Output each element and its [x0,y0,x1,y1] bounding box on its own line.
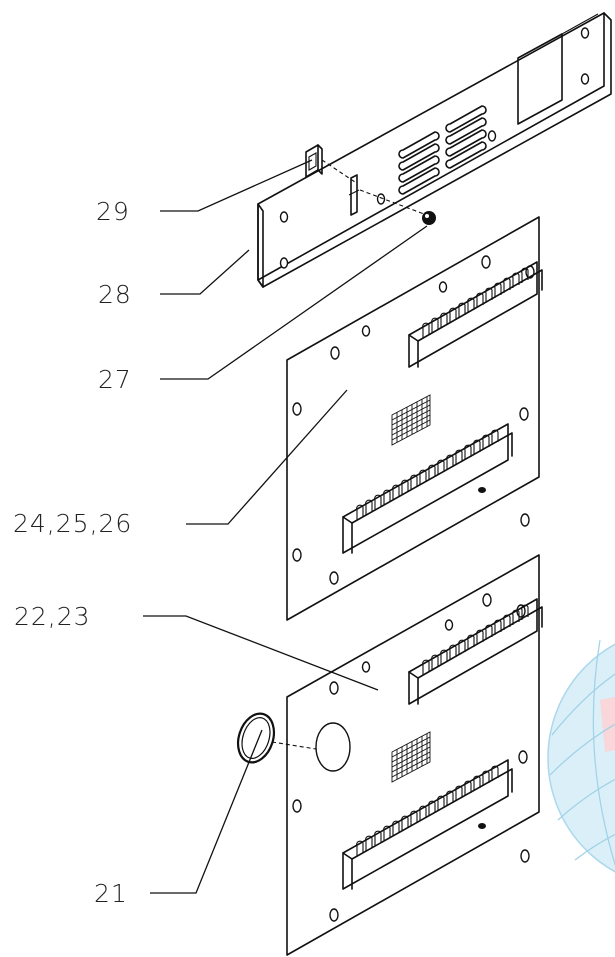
leader-21 [150,729,263,894]
callout-29: 29 [96,197,130,226]
chip-grid [391,394,431,446]
leader-27 [160,225,428,380]
watermark-globe [547,639,615,873]
callout-24-25-26: 24,25,26 [13,509,133,538]
ring-21 [236,712,317,764]
vent-slots-right [445,105,487,169]
circuit-board-24-25-26 [286,216,543,621]
vent-slots-left [398,131,440,195]
lower-connector-2 [342,759,513,890]
knob-27 [359,189,436,225]
callout-28: 28 [98,280,132,309]
callout-22-23: 22,23 [14,602,91,631]
chip-grid-2 [391,731,431,783]
leader-lines [143,159,428,894]
circuit-board-22-23 [286,554,543,956]
leader-28 [160,249,250,295]
callout-21: 21 [94,879,128,908]
leader-24-25-26 [186,389,348,525]
switch-29 [305,144,356,183]
lower-connector [342,423,513,554]
upper-connector-2 [408,598,543,705]
front-panel-28 [257,12,612,288]
upper-connector [408,261,543,368]
callout-27: 27 [98,365,132,394]
leader-29 [160,159,313,212]
leader-22-23 [143,615,379,691]
